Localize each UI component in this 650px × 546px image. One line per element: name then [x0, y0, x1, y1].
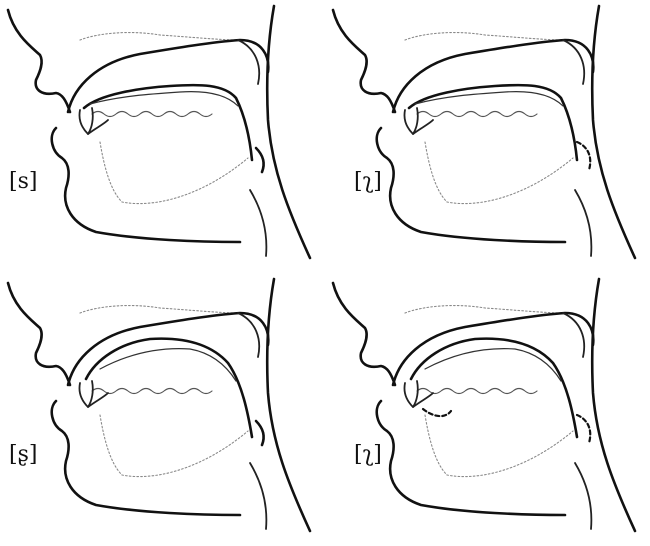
palate-outline	[405, 33, 565, 40]
neck-line	[250, 190, 266, 256]
upper-teeth	[404, 381, 417, 407]
vocal-tract-panel-2: [ʅ]	[325, 0, 650, 273]
vocal-tract-panel-1: [s]	[0, 0, 325, 273]
vocal-tract-drawing-1	[0, 0, 325, 273]
vocal-tract-drawing-4	[325, 273, 650, 546]
face-profile	[333, 10, 395, 112]
upper-teeth	[404, 108, 417, 134]
epiglottis	[256, 421, 264, 445]
upper-teeth	[79, 381, 92, 407]
soft-palate	[238, 40, 259, 84]
epiglottis-dashed	[577, 415, 590, 443]
tongue-groove	[92, 112, 212, 117]
soft-palate	[238, 313, 259, 357]
palate-outline	[80, 306, 240, 313]
epiglottis-dashed	[577, 142, 590, 170]
pharynx-wall	[267, 279, 310, 531]
lower-jaw-outline	[100, 415, 248, 477]
tongue-groove	[417, 389, 537, 394]
soft-palate	[563, 313, 584, 357]
vocal-tract-panel-3: [ʂ]	[0, 273, 325, 546]
vocal-tract-drawing-2	[325, 0, 650, 273]
ipa-symbol-label: [s]	[9, 170, 37, 194]
lower-lip-chin	[52, 128, 240, 242]
vocal-tract-drawing-3	[0, 273, 325, 546]
neck-line	[575, 190, 591, 256]
neck-line	[575, 463, 591, 529]
palate-outline	[80, 33, 240, 40]
face-profile	[8, 10, 70, 112]
ipa-symbol-label: [ʅ]	[354, 443, 382, 467]
palate-outline	[405, 306, 565, 313]
lower-lip-chin	[52, 401, 240, 515]
pharynx-wall	[592, 6, 635, 258]
ipa-symbol-label: [ʂ]	[9, 443, 37, 467]
lower-lip-chin	[377, 401, 565, 515]
vocal-tract-panel-4: [ʅ]	[325, 273, 650, 546]
epiglottis	[256, 148, 264, 172]
ipa-symbol-label: [ʅ]	[354, 170, 382, 194]
tongue-tip-dashed	[423, 409, 451, 416]
upper-teeth	[79, 108, 92, 134]
lower-jaw-outline	[425, 142, 573, 204]
face-profile	[333, 283, 395, 385]
face-profile	[8, 283, 70, 385]
tongue-body	[84, 85, 252, 160]
lower-jaw-outline	[425, 415, 573, 477]
neck-line	[250, 463, 266, 529]
tongue-groove	[92, 389, 212, 394]
tongue-groove	[417, 112, 537, 117]
tongue-body	[86, 339, 252, 437]
pharynx-wall	[592, 279, 635, 531]
tongue-body	[411, 339, 577, 437]
lower-jaw-outline	[100, 142, 248, 204]
tongue-body	[409, 85, 577, 160]
pharynx-wall	[267, 6, 310, 258]
lower-lip-chin	[377, 128, 565, 242]
soft-palate	[563, 40, 584, 84]
